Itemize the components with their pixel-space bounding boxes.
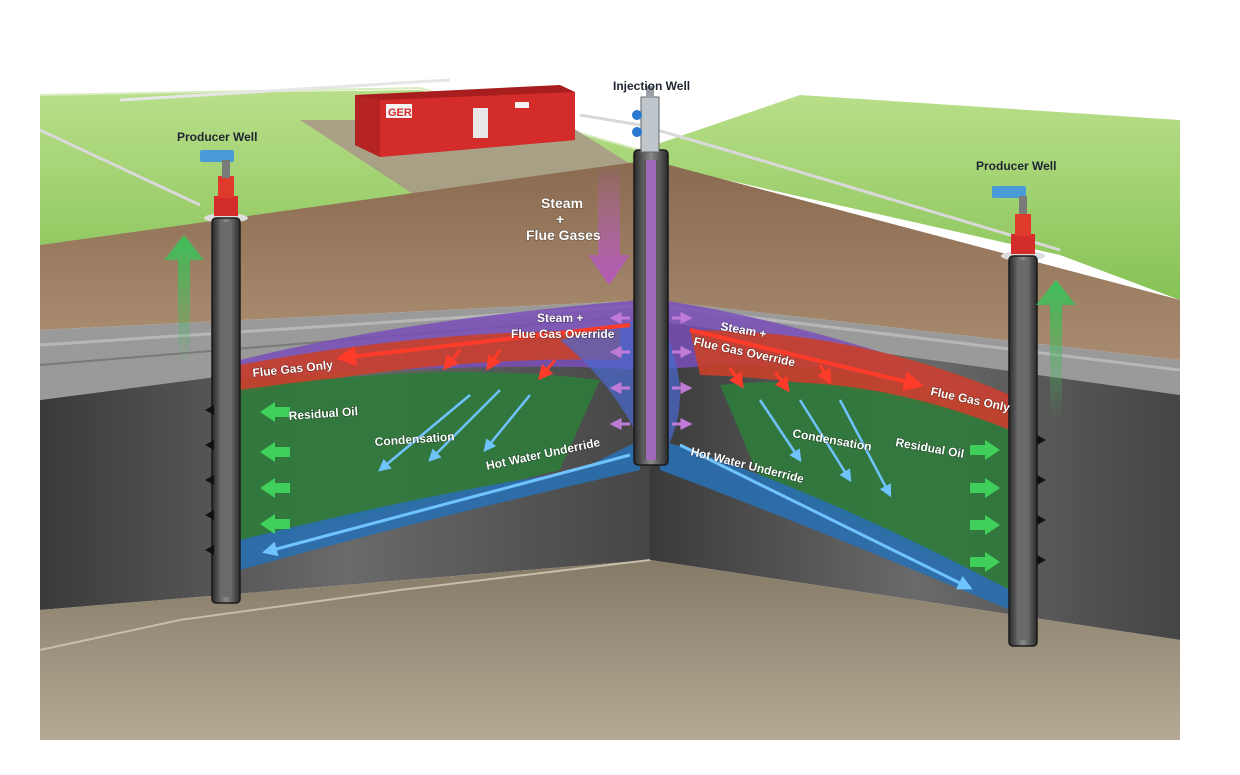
flow-arrows-right xyxy=(679,328,1000,590)
injection-well xyxy=(588,86,669,466)
oil-production-arrows xyxy=(970,440,1000,572)
injection-flow-arrow xyxy=(588,170,630,285)
building-icon: GERI xyxy=(355,85,575,157)
label-steam: Steam xyxy=(541,195,583,211)
wellhead-icon xyxy=(632,86,660,153)
reservoir-zones-right xyxy=(660,300,1010,610)
left-cross-section xyxy=(39,160,651,740)
label-injection-well: Injection Well xyxy=(613,79,690,93)
hot-water-arrow xyxy=(262,453,631,557)
label-condensation-left: Condensation xyxy=(374,429,455,449)
flue-gas-arrow xyxy=(689,328,924,392)
label-producer-well-right: Producer Well xyxy=(976,159,1056,173)
perforations xyxy=(205,405,214,555)
label-override-left-2: Flue Gas Override xyxy=(511,327,615,341)
wellhead-icon xyxy=(992,186,1035,254)
oil-production-arrows xyxy=(260,402,290,534)
oil-zone xyxy=(720,382,1010,590)
label-residual-oil-left: Residual Oil xyxy=(288,404,358,423)
injection-port-arrows xyxy=(609,312,693,430)
production-arrow xyxy=(164,235,204,365)
condensation-arrow xyxy=(758,399,802,463)
building-logo: GERI xyxy=(388,107,415,119)
water-zone xyxy=(660,440,1010,610)
hot-water-arrow xyxy=(679,443,973,590)
label-flue-gases: Flue Gases xyxy=(526,227,601,243)
flue-gas-zone xyxy=(240,330,620,395)
flow-arrows-left xyxy=(260,323,631,557)
producer-well-right xyxy=(992,186,1076,647)
perforations xyxy=(1037,435,1046,565)
label-producer-well-left: Producer Well xyxy=(177,130,257,144)
pipeline xyxy=(119,78,451,102)
label-override-left-1: Steam + xyxy=(537,311,583,325)
oil-zone xyxy=(240,372,600,540)
pipeline xyxy=(579,113,1061,252)
flue-gas-arrow xyxy=(336,323,631,367)
label-steam-plus: + xyxy=(556,211,564,227)
producer-well-left xyxy=(164,150,248,604)
pipeline xyxy=(39,128,201,207)
production-arrow xyxy=(1036,280,1076,420)
wellhead-icon xyxy=(200,150,238,216)
condensation-arrow xyxy=(378,394,471,472)
